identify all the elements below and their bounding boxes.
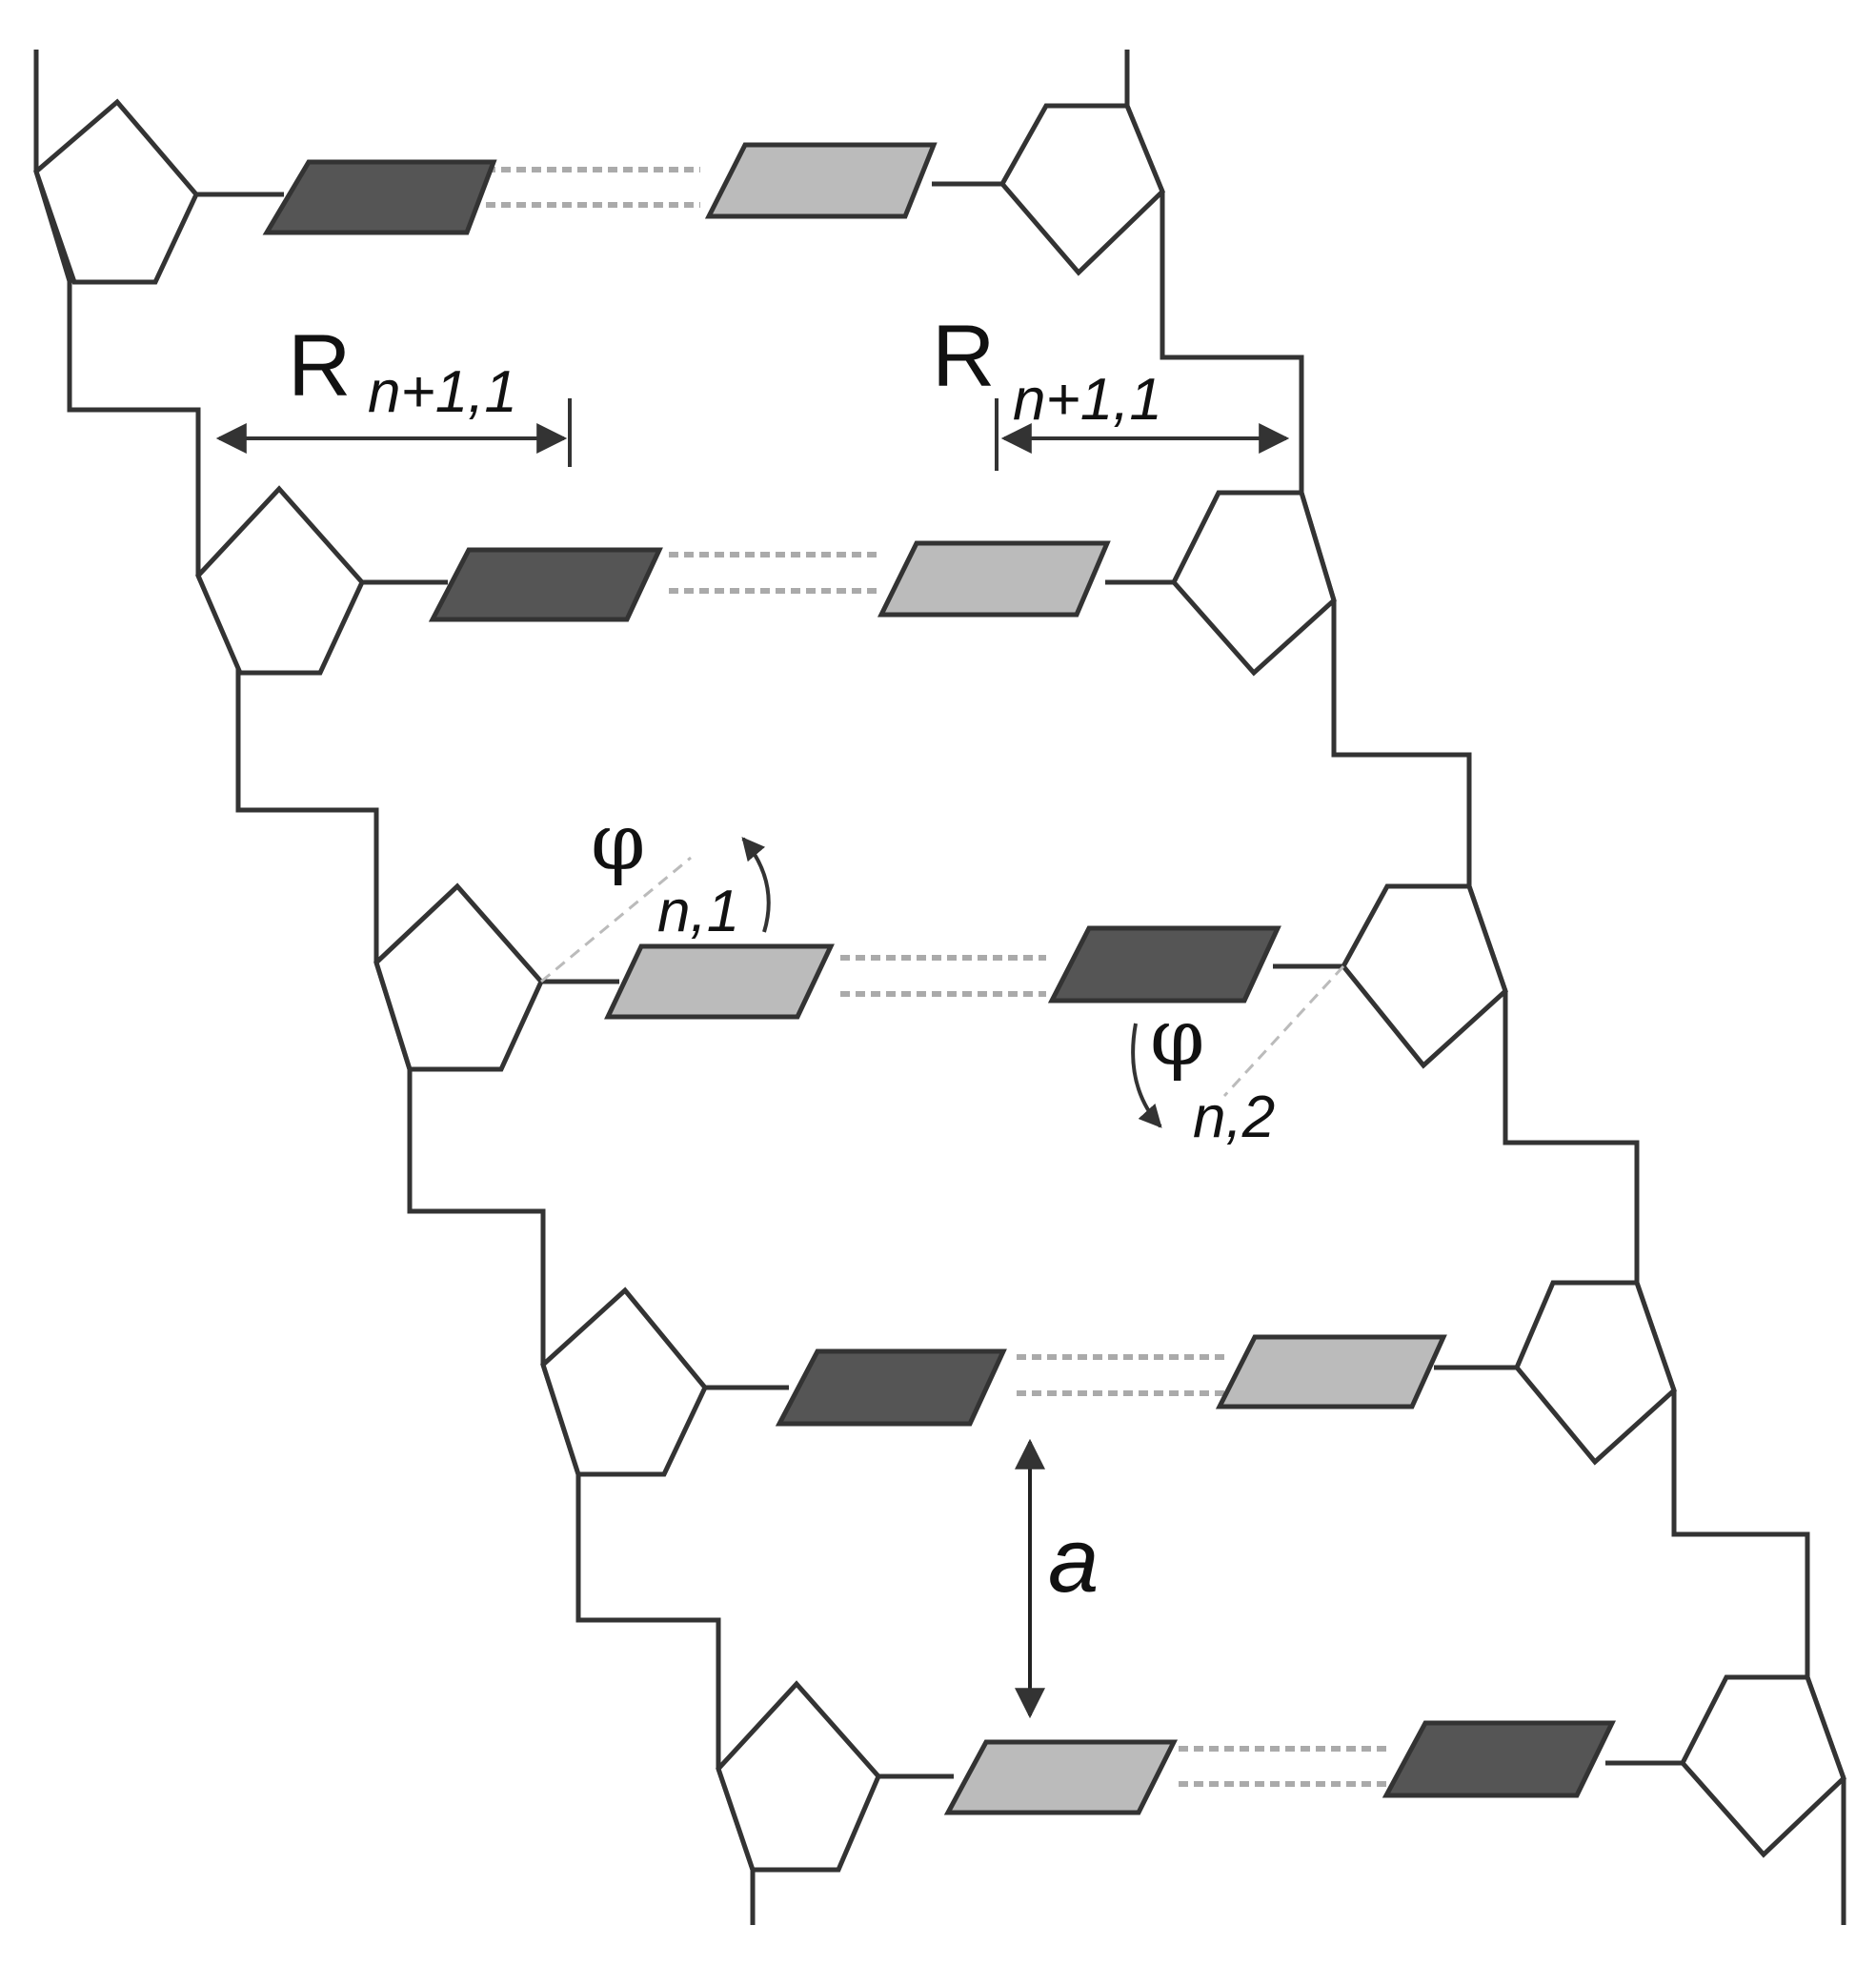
base-1-left	[267, 162, 494, 233]
r-left-label: R	[288, 317, 351, 415]
sugar-left-5	[718, 1684, 878, 1870]
base-4-right	[1220, 1337, 1443, 1407]
phi1-label: φ	[591, 798, 645, 888]
phi1-subscript: n,1	[657, 879, 739, 944]
sugar-right-2	[1174, 493, 1334, 673]
base-3-right	[1052, 928, 1278, 1001]
sugar-left-2	[198, 489, 362, 673]
sugar-right-1	[1002, 106, 1162, 273]
base-2-right	[881, 543, 1107, 615]
base-5-right	[1386, 1723, 1612, 1795]
r-right-subscript: n+1,1	[1013, 367, 1162, 433]
r-right-label: R	[932, 308, 995, 405]
phi2-label: φ	[1150, 993, 1204, 1084]
sugar-right-4	[1517, 1283, 1674, 1462]
phi2-subscript: n,2	[1193, 1084, 1275, 1150]
sugar-left-3	[376, 886, 541, 1069]
base-1-right	[709, 145, 934, 216]
sugar-left-4	[543, 1290, 705, 1474]
base-5-left	[948, 1742, 1174, 1813]
rise-label-a: a	[1048, 1510, 1099, 1611]
r-left-subscript: n+1,1	[368, 359, 517, 425]
base-3-left	[608, 946, 831, 1017]
base-2-left	[433, 550, 659, 619]
sugar-right-3	[1343, 886, 1505, 1065]
base-4-left	[779, 1351, 1003, 1424]
phi1-rotation-arrow	[743, 839, 769, 932]
sugar-right-5	[1683, 1677, 1844, 1855]
